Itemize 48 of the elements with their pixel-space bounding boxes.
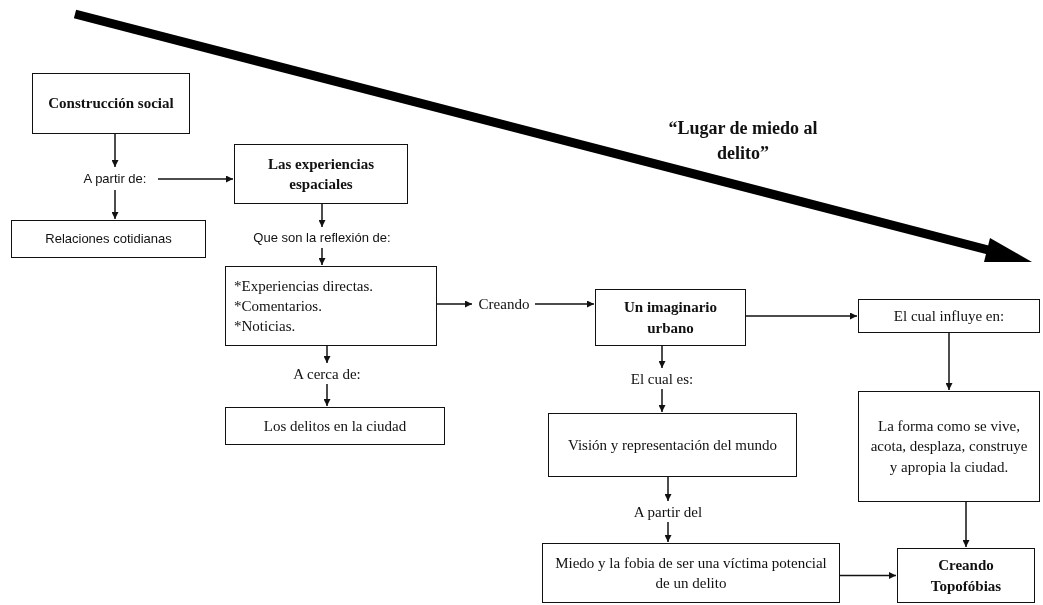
arrow xyxy=(664,521,672,543)
arrow xyxy=(839,572,897,579)
box-text: Construcción social xyxy=(48,94,174,114)
arrow xyxy=(664,476,672,502)
process-box xyxy=(225,407,445,445)
box-text: Un imaginario urbano xyxy=(623,298,718,338)
arrow xyxy=(436,300,473,308)
box-text: La forma como se vive, acota, desplaza, construye y apropia la ciudad. xyxy=(869,417,1029,477)
arrow xyxy=(945,332,953,391)
arrow xyxy=(323,345,331,364)
flow-label: A partir del xyxy=(633,502,703,522)
arrow xyxy=(658,388,666,413)
flow-label: Que son la reflexión de: xyxy=(253,229,391,247)
flow-label: A partir de: xyxy=(83,170,147,188)
arrow xyxy=(318,247,326,266)
process-box xyxy=(542,543,840,603)
annotation-text: “Lugar de miedo al delito” xyxy=(668,117,818,166)
process-box xyxy=(548,413,797,477)
box-text: Visión y representación del mundo xyxy=(567,435,778,455)
process-box xyxy=(858,299,1040,333)
process-box xyxy=(225,266,437,346)
arrow xyxy=(745,312,858,320)
flow-label: El cual es: xyxy=(630,369,694,389)
box-text: Los delitos en la ciudad xyxy=(263,416,407,436)
box-text: Miedo y la fobia de ser una víctima potencial de un delito xyxy=(554,553,828,593)
arrow xyxy=(658,345,666,369)
arrow xyxy=(962,501,970,548)
process-box xyxy=(11,220,206,258)
arrow xyxy=(323,383,331,407)
box-text: *Comentarios. xyxy=(234,296,322,316)
box-text: Creando Topofóbias xyxy=(929,556,1003,596)
arrow xyxy=(534,300,595,308)
box-text: El cual influye en: xyxy=(893,306,1005,326)
process-box xyxy=(897,548,1035,603)
box-text: *Experiencias directas. xyxy=(234,276,374,296)
process-box xyxy=(858,391,1040,502)
arrow xyxy=(157,175,234,183)
flow-label: A cerca de: xyxy=(293,364,361,384)
arrow xyxy=(111,189,119,220)
process-box xyxy=(595,289,746,346)
box-text: Relaciones cotidianas xyxy=(45,230,172,248)
arrow xyxy=(111,133,119,168)
flow-label: Creando xyxy=(478,294,530,314)
process-box xyxy=(32,73,190,134)
box-text: Las experiencias espaciales xyxy=(266,154,376,194)
box-text: *Noticias. xyxy=(234,317,296,337)
arrow xyxy=(318,203,326,228)
process-box xyxy=(234,144,408,204)
